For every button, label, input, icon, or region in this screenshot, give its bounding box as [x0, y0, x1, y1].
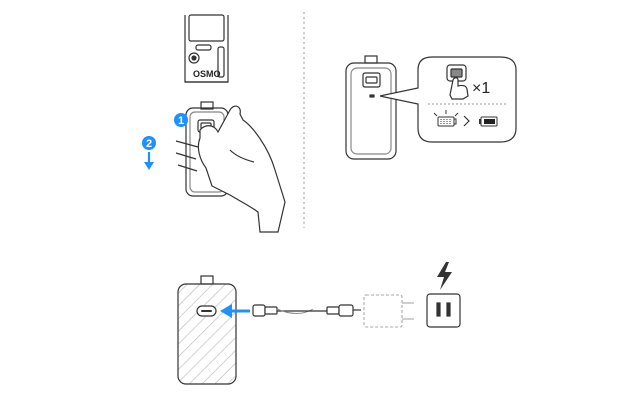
svg-text:1: 1	[178, 115, 184, 127]
press-count-label: ×1	[472, 80, 490, 97]
battery-full-icon	[479, 116, 498, 127]
battery-charging-icon	[433, 110, 459, 127]
button-press-icon	[446, 64, 469, 100]
camera-body	[184, 14, 229, 83]
arrow-down-icon	[144, 152, 154, 170]
battery-check-panel: ×1	[345, 55, 517, 160]
camera-screen	[188, 14, 225, 42]
usb-c-cable-icon	[252, 304, 361, 317]
handle-front	[345, 55, 397, 160]
callout-bubble	[379, 56, 517, 143]
camera-button	[188, 52, 200, 64]
camera-side-rail	[217, 46, 225, 78]
handle-front-button	[362, 72, 381, 88]
hand-press-icon	[175, 105, 286, 233]
device-brand-label: OSMO	[193, 69, 221, 79]
status-led	[369, 94, 375, 98]
lightning-icon	[437, 262, 452, 290]
chevron-right-icon	[463, 115, 470, 127]
power-adapter-icon	[363, 294, 414, 328]
arrow-left-icon	[220, 304, 250, 318]
charging-panel	[177, 262, 461, 385]
svg-text:2: 2	[146, 138, 152, 150]
step2-badge: 2	[142, 136, 156, 150]
step1-badge: 1	[174, 113, 188, 127]
detach-panel: OSMO 1 2	[142, 14, 286, 233]
wall-outlet-icon	[426, 293, 461, 328]
handle-charging	[177, 275, 237, 385]
camera-slot	[195, 44, 212, 51]
